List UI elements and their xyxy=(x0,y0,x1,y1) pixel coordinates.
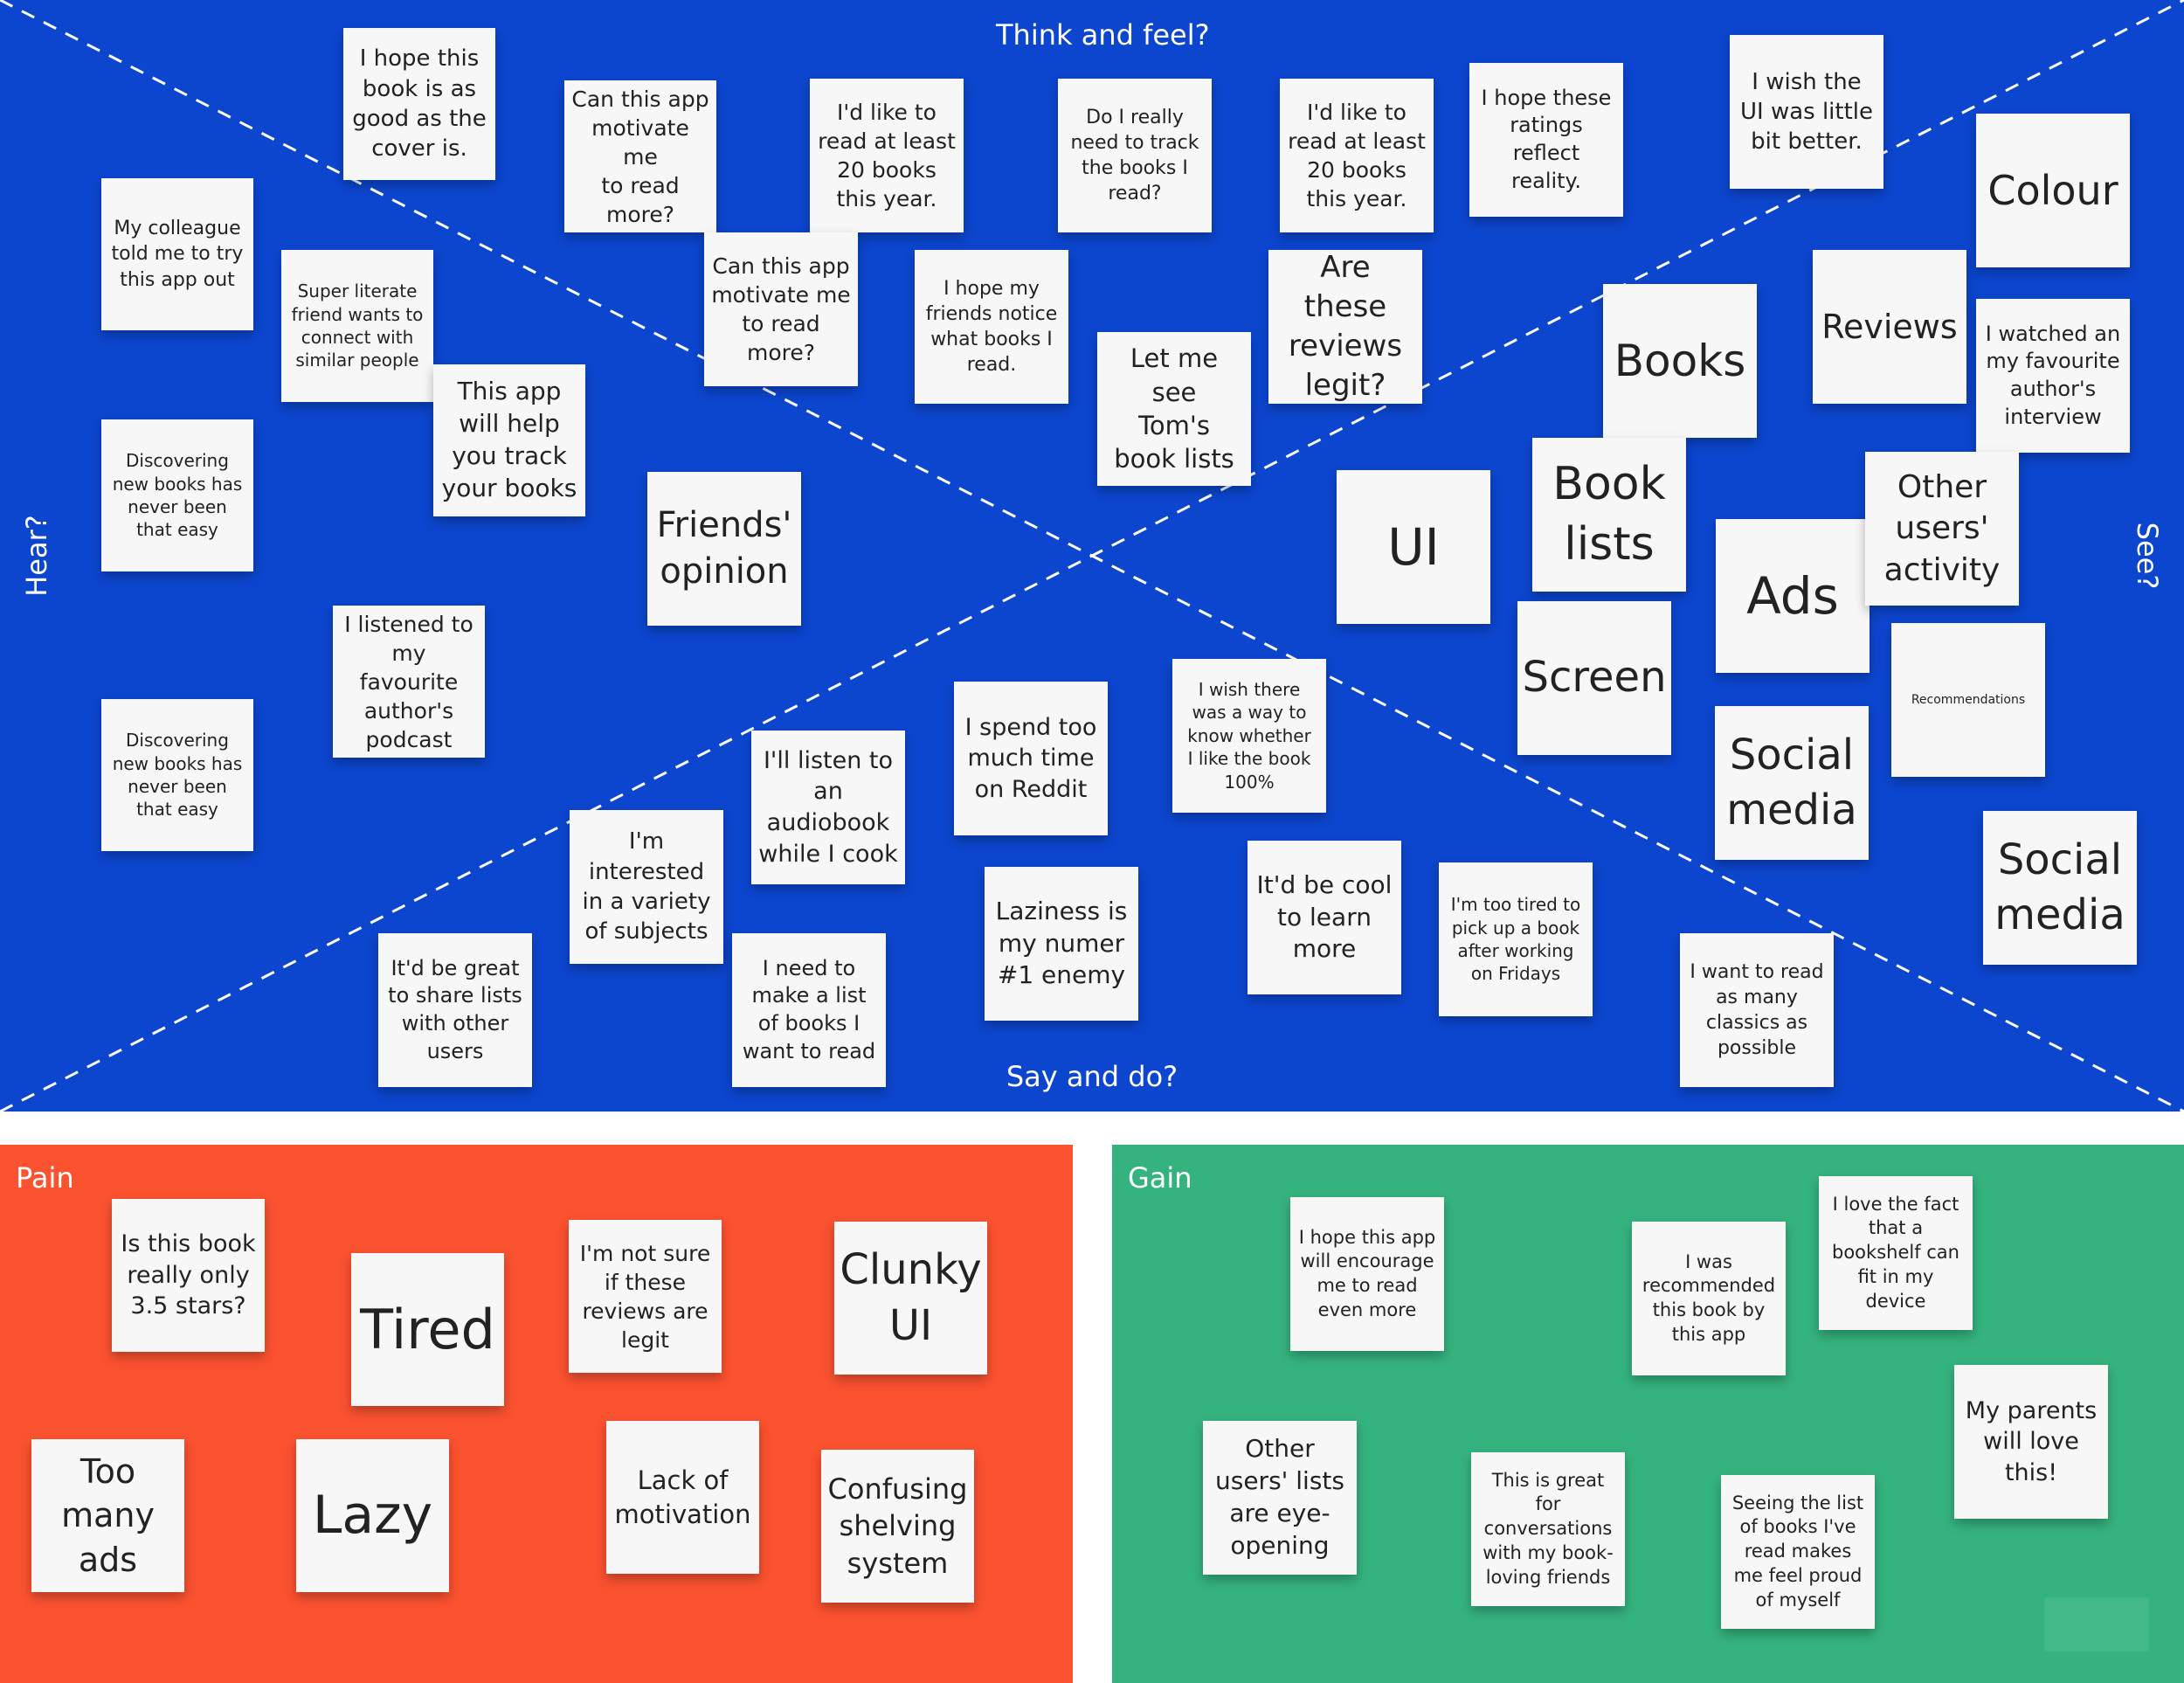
sticky-note[interactable]: I'm interested in a variety of subjects xyxy=(570,810,723,964)
sticky-note[interactable]: I'd like to read at least 20 books this … xyxy=(810,79,964,232)
sticky-note[interactable]: Can this app motivate me to read more? xyxy=(564,80,716,232)
sticky-note[interactable]: Lazy xyxy=(296,1439,449,1592)
gain-section: Gain I hope this app will encourage me t… xyxy=(1112,1145,2184,1683)
sticky-note[interactable]: I watched an my favourite author's inter… xyxy=(1976,299,2130,453)
sticky-note[interactable]: Discovering new books has never been tha… xyxy=(101,699,253,851)
sticky-note[interactable]: Are these reviews legit? xyxy=(1268,250,1422,404)
sticky-note[interactable]: Clunky UI xyxy=(834,1222,987,1375)
sticky-note[interactable]: This app will help you track your books xyxy=(433,364,585,516)
sticky-note[interactable]: UI xyxy=(1337,470,1490,624)
sticky-note[interactable]: Too many ads xyxy=(31,1439,184,1592)
sticky-note[interactable]: I spend too much time on Reddit xyxy=(954,682,1108,835)
sticky-note[interactable]: I hope this app will encourage me to rea… xyxy=(1290,1197,1444,1351)
sticky-note[interactable]: Super literate friend wants to connect w… xyxy=(281,250,433,402)
sticky-note[interactable]: I was recommended this book by this app xyxy=(1632,1222,1786,1375)
sticky-note[interactable]: Books xyxy=(1603,284,1757,438)
sticky-note[interactable]: Recommendations xyxy=(1891,623,2045,777)
sticky-note[interactable]: I hope my friends notice what books I re… xyxy=(915,250,1068,404)
sticky-note[interactable]: I want to read as many classics as possi… xyxy=(1680,933,1834,1087)
sticky-note[interactable]: Is this book really only 3.5 stars? xyxy=(112,1199,265,1352)
sticky-note[interactable]: This is great for conversations with my … xyxy=(1471,1452,1625,1606)
sticky-note[interactable]: Book lists xyxy=(1532,438,1686,592)
watermark-badge xyxy=(2044,1597,2149,1652)
sticky-note[interactable]: I love the fact that a bookshelf can fit… xyxy=(1819,1176,1973,1330)
sticky-note[interactable]: I wish the UI was little bit better. xyxy=(1730,35,1883,189)
sticky-note[interactable]: It'd be great to share lists with other … xyxy=(378,933,532,1087)
sticky-note[interactable]: I listened to my favourite author's podc… xyxy=(333,606,485,758)
sticky-note[interactable]: Friends' opinion xyxy=(647,472,801,626)
sticky-note[interactable]: My parents will love this! xyxy=(1954,1365,2108,1519)
sticky-note[interactable]: Seeing the list of books I've read makes… xyxy=(1721,1475,1875,1629)
sticky-note[interactable]: I hope these ratings reflect reality. xyxy=(1469,63,1623,217)
sticky-note[interactable]: Let me see Tom's book lists xyxy=(1097,332,1251,486)
sticky-note[interactable]: Other users' activity xyxy=(1865,452,2019,606)
sticky-note[interactable]: Screen xyxy=(1517,601,1671,755)
sticky-note[interactable]: Laziness is my numer #1 enemy xyxy=(985,867,1138,1021)
sticky-note[interactable]: Reviews xyxy=(1813,250,1966,404)
sticky-note[interactable]: I'd like to read at least 20 books this … xyxy=(1280,79,1434,232)
sticky-note[interactable]: I'll listen to an audiobook while I cook xyxy=(751,731,905,884)
sticky-note[interactable]: Discovering new books has never been tha… xyxy=(101,419,253,571)
sticky-note[interactable]: Tired xyxy=(351,1253,504,1406)
sticky-note[interactable]: I need to make a list of books I want to… xyxy=(732,933,886,1087)
sticky-note[interactable]: Social media xyxy=(1983,811,2137,965)
sticky-note[interactable]: Do I really need to track the books I re… xyxy=(1058,79,1212,232)
pain-section: Pain Is this book really only 3.5 stars?… xyxy=(0,1145,1073,1683)
think-feel-label: Think and feel? xyxy=(996,18,1210,52)
say-do-label: Say and do? xyxy=(1006,1060,1178,1093)
sticky-note[interactable]: Lack of motivation xyxy=(606,1421,759,1574)
hear-label: Hear? xyxy=(20,515,53,597)
sticky-note[interactable]: My colleague told me to try this app out xyxy=(101,178,253,330)
gain-title: Gain xyxy=(1128,1161,1192,1195)
sticky-note[interactable]: Colour xyxy=(1976,114,2130,267)
sticky-note[interactable]: I hope this book is as good as the cover… xyxy=(343,28,495,180)
sticky-note[interactable]: It'd be cool to learn more xyxy=(1248,841,1401,994)
sticky-note[interactable]: Confusing shelving system xyxy=(821,1450,974,1603)
see-label: See? xyxy=(2131,522,2164,590)
sticky-note[interactable]: I'm not sure if these reviews are legit xyxy=(569,1220,722,1373)
sticky-note[interactable]: I'm too tired to pick up a book after wo… xyxy=(1439,862,1593,1016)
sticky-note[interactable]: Other users' lists are eye- opening xyxy=(1203,1421,1357,1575)
empathy-map-board: Think and feel? Hear? See? Say and do? I… xyxy=(0,0,2184,1112)
sticky-note[interactable]: Social media xyxy=(1715,706,1869,860)
sticky-note[interactable]: Can this app motivate me to read more? xyxy=(704,232,858,386)
sticky-note[interactable]: I wish there was a way to know whether I… xyxy=(1172,659,1326,813)
pain-title: Pain xyxy=(16,1161,74,1195)
sticky-note[interactable]: Ads xyxy=(1716,519,1870,673)
